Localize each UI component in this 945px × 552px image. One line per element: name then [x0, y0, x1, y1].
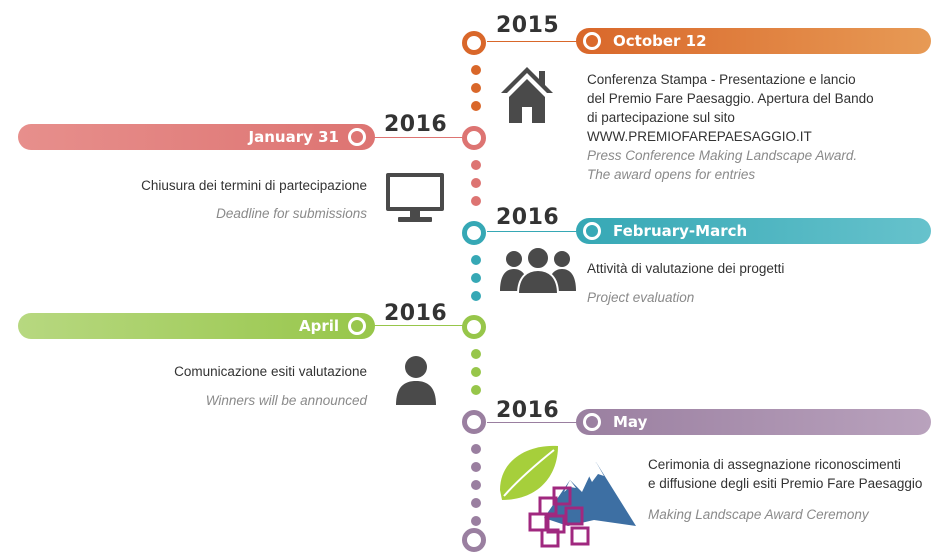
event-translation: Making Landscape Award Ceremony [648, 505, 869, 524]
event-date-bar: January 31 [18, 124, 375, 150]
connector-line [372, 325, 464, 326]
connector-line [487, 41, 579, 42]
timeline-dot [471, 462, 481, 472]
event-date: October 12 [613, 32, 707, 50]
timeline-dot [471, 65, 481, 75]
timeline-dot [471, 385, 481, 395]
timeline-dot [471, 83, 481, 93]
timeline-dot [471, 178, 481, 188]
timeline-dot [471, 349, 481, 359]
translation-line: Winners will be announced [205, 393, 367, 408]
timeline-node [462, 126, 486, 150]
description-line: Chiusura dei termini di partecipazione [141, 178, 367, 193]
ring-icon [348, 128, 366, 146]
timeline-dot [471, 255, 481, 265]
event-description: Conferenza Stampa - Presentazione e lanc… [587, 70, 945, 146]
group-icon [500, 246, 576, 295]
event-date: May [613, 413, 648, 431]
ring-icon [583, 32, 601, 50]
translation-line: Deadline for submissions [216, 206, 367, 221]
description-line: di partecipazione sul sito WWW.PREMIOFAR… [587, 110, 812, 144]
event-description: Comunicazione esiti valutazione [40, 362, 367, 381]
house-icon [501, 67, 553, 123]
award-logo-icon [500, 445, 636, 548]
event-year: 2016 [384, 112, 448, 137]
timeline-dot [471, 160, 481, 170]
event-description: Cerimonia di assegnazione riconoscimenti… [648, 455, 922, 493]
translation-line: The award opens for entries [587, 167, 756, 182]
timeline-dot [471, 196, 481, 206]
description-line: Cerimonia di assegnazione riconoscimenti [648, 457, 901, 472]
event-translation: Deadline for submissions [40, 204, 367, 223]
person-icon [396, 356, 436, 405]
monitor-icon [386, 173, 444, 222]
event-year: 2016 [384, 301, 448, 326]
translation-line: Press Conference Making Landscape Award. [587, 148, 858, 163]
event-description: Attività di valutazione dei progetti [587, 259, 784, 278]
description-line: e diffusione degli esiti Premio Fare Pae… [648, 476, 923, 491]
description-line: Attività di valutazione dei progetti [587, 261, 785, 276]
translation-line: Making Landscape Award Ceremony [648, 507, 869, 522]
timeline-node [462, 31, 486, 55]
timeline-dot [471, 367, 481, 377]
ring-icon [583, 413, 601, 431]
event-date-bar: April [18, 313, 375, 339]
event-date-bar: February-March [576, 218, 931, 244]
timeline-dot [471, 480, 481, 490]
timeline-node [462, 221, 486, 245]
timeline-dot [471, 516, 481, 526]
translation-line: Project evaluation [587, 290, 695, 305]
timeline-dot [471, 273, 481, 283]
event-description: Chiusura dei termini di partecipazione [40, 176, 367, 195]
ring-icon [583, 222, 601, 240]
event-year: 2015 [496, 13, 560, 38]
timeline-dot [471, 444, 481, 454]
description-line: Comunicazione esiti valutazione [174, 364, 367, 379]
event-date-bar: May [576, 409, 931, 435]
event-translation: Press Conference Making Landscape Award.… [587, 146, 857, 184]
ring-icon [348, 317, 366, 335]
event-year: 2016 [496, 398, 560, 423]
timeline-dot [471, 101, 481, 111]
event-date: April [298, 317, 339, 335]
event-translation: Winners will be announced [40, 391, 367, 410]
event-date: February-March [613, 222, 748, 240]
timeline-node [462, 528, 486, 552]
event-date: January 31 [248, 128, 339, 146]
description-line: del Premio Fare Paesaggio. Apertura del … [587, 91, 874, 106]
timeline-dot [471, 498, 481, 508]
event-date-bar: October 12 [576, 28, 931, 54]
timeline-dot [471, 291, 481, 301]
connector-line [372, 137, 464, 138]
event-year: 2016 [496, 205, 560, 230]
description-line: Conferenza Stampa - Presentazione e lanc… [587, 72, 856, 87]
timeline-node [462, 315, 486, 339]
connector-line [487, 231, 579, 232]
timeline-node [462, 410, 486, 434]
event-translation: Project evaluation [587, 288, 694, 307]
connector-line [487, 422, 579, 423]
